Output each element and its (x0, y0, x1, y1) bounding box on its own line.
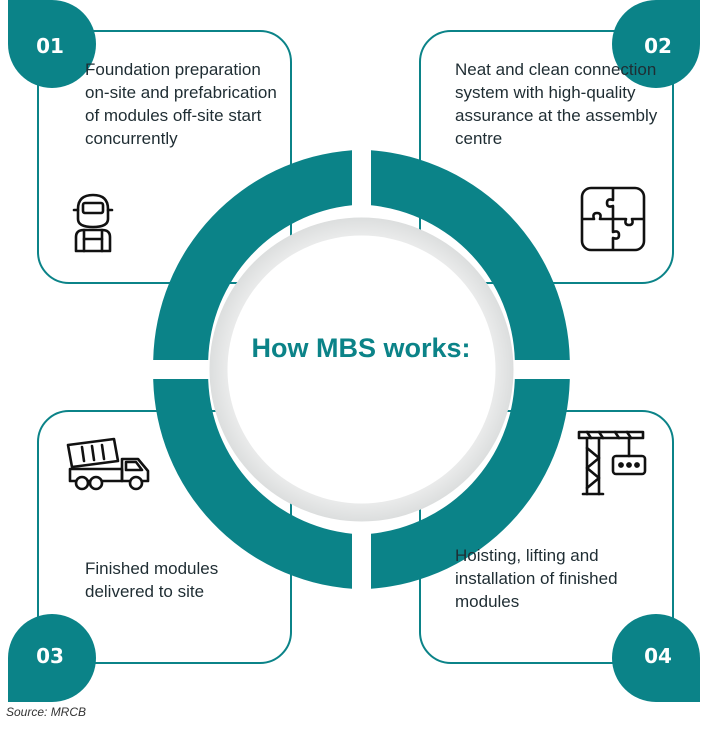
step-text-2: Neat and clean connection system with hi… (455, 60, 658, 148)
truck-icon (66, 437, 150, 491)
step-number-badge-4: 04 (612, 614, 700, 702)
diagram-title: How MBS works: (251, 333, 471, 363)
step-text-1: Foundation preparation on-site and prefa… (85, 60, 277, 148)
step-number-badge-1: 01 (8, 0, 96, 88)
crane-icon (577, 430, 647, 496)
step-number-badge-3: 03 (8, 614, 96, 702)
puzzle-icon (580, 186, 646, 252)
step-text-4: Hoisting, lifting and installation of fi… (455, 546, 618, 611)
worker-icon (72, 193, 114, 253)
source-note: Source: MRCB (6, 705, 87, 719)
step-text-3: Finished modules delivered to site (85, 559, 219, 601)
step-number-badge-2: 02 (612, 0, 700, 88)
